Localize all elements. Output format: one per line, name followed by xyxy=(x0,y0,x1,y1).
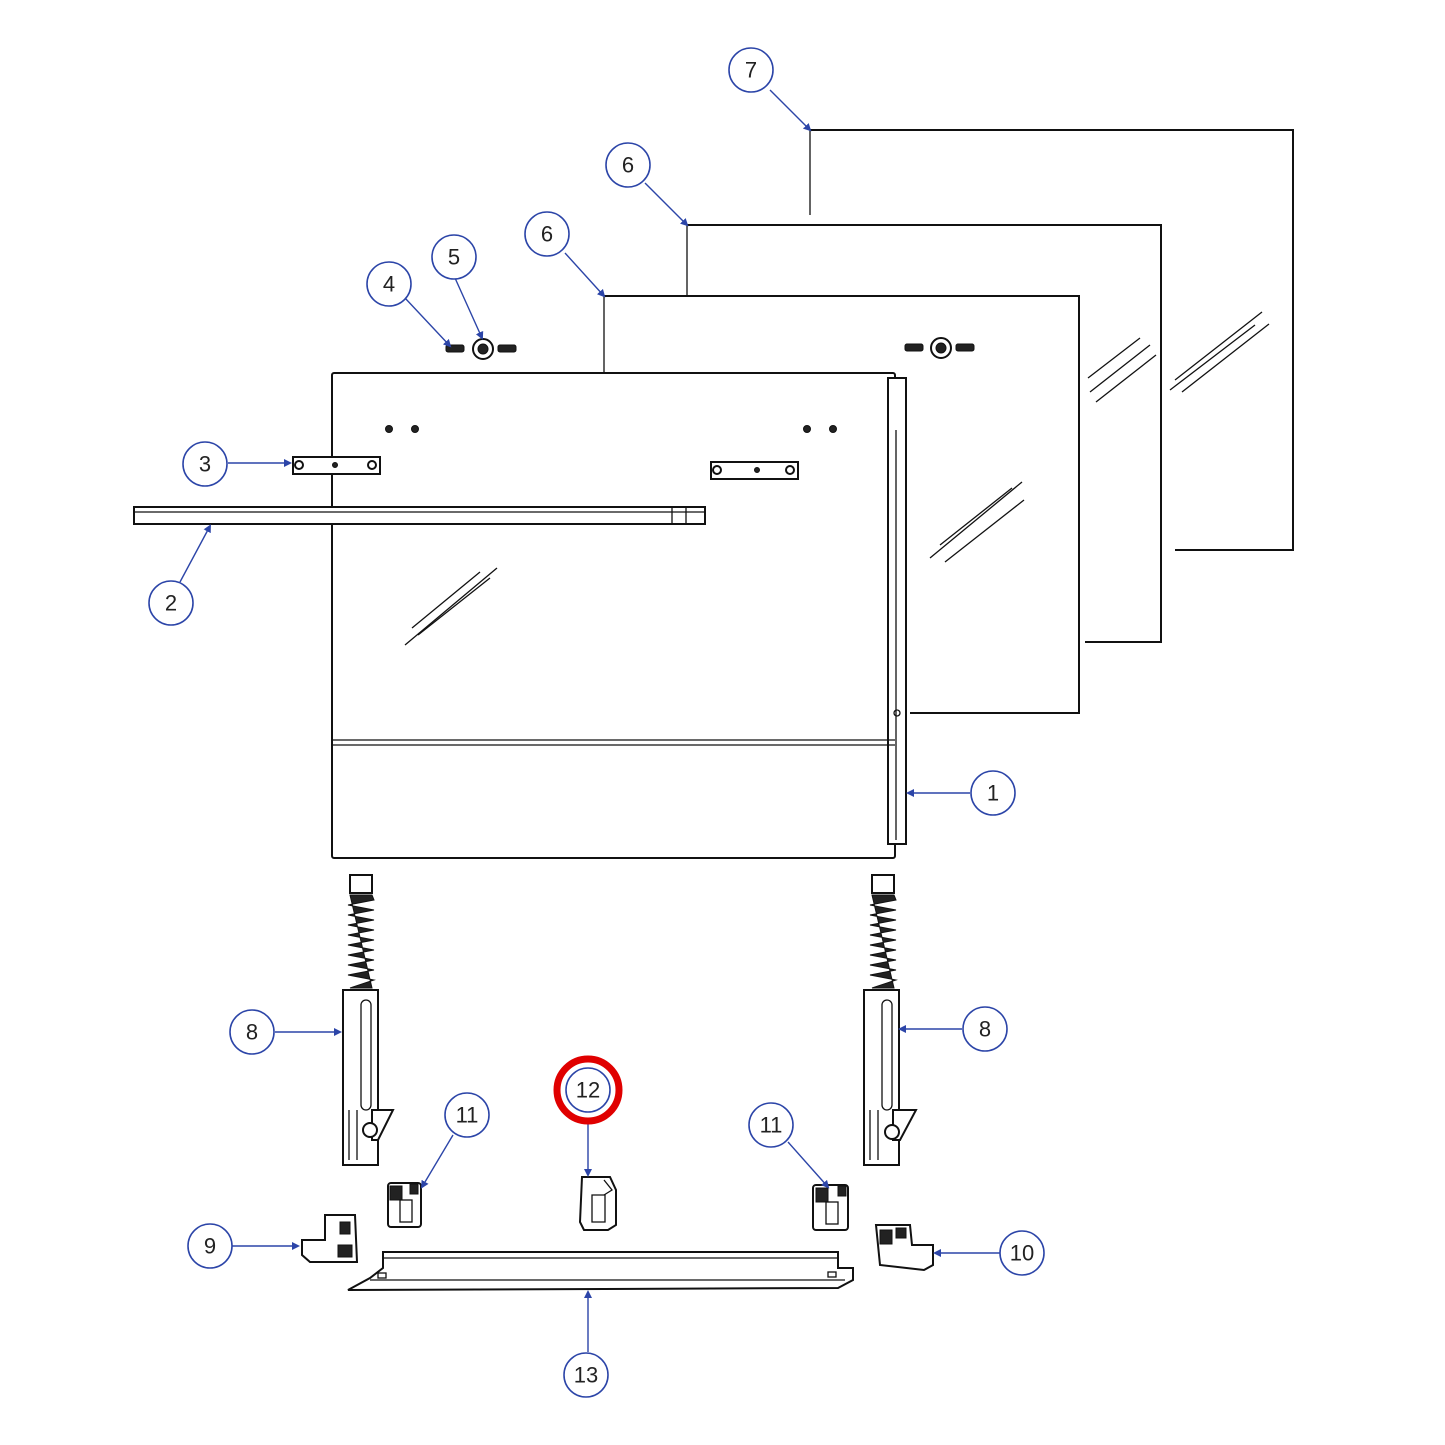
svg-text:4: 4 xyxy=(383,272,395,297)
callout-6-middle: 6 xyxy=(605,142,651,188)
svg-text:2: 2 xyxy=(165,591,177,616)
end-cap-right xyxy=(874,1224,934,1272)
callout-1: 1 xyxy=(970,770,1016,816)
svg-text:11: 11 xyxy=(456,1103,479,1128)
callout-11-left: 11 xyxy=(444,1092,490,1138)
svg-text:5: 5 xyxy=(448,245,460,270)
svg-text:6: 6 xyxy=(541,222,553,247)
callout-7: 7 xyxy=(728,47,774,93)
highlight-ring xyxy=(553,1055,623,1125)
svg-text:7: 7 xyxy=(745,58,757,83)
callout-10: 10 xyxy=(999,1230,1045,1276)
svg-text:9: 9 xyxy=(204,1234,216,1259)
svg-text:13: 13 xyxy=(574,1363,598,1388)
svg-text:6: 6 xyxy=(622,153,634,178)
hinge-left xyxy=(342,874,395,1166)
svg-text:12: 12 xyxy=(576,1078,600,1103)
callout-11-right: 11 xyxy=(748,1102,794,1148)
callout-12: 12 xyxy=(553,1055,623,1125)
handle-bracket-right xyxy=(710,461,799,480)
svg-text:8: 8 xyxy=(246,1020,258,1045)
leader-lines xyxy=(179,89,1000,1352)
screw-and-bush-left xyxy=(445,338,517,360)
handle-bracket-left xyxy=(292,456,381,475)
callout-8-right: 8 xyxy=(962,1006,1008,1052)
svg-text:11: 11 xyxy=(760,1113,783,1138)
svg-text:3: 3 xyxy=(199,452,211,477)
end-cap-left xyxy=(301,1214,359,1263)
callout-2: 2 xyxy=(148,580,194,626)
svg-text:1: 1 xyxy=(987,781,999,806)
callout-8-left: 8 xyxy=(229,1009,275,1055)
bottom-trim xyxy=(347,1251,854,1291)
svg-text:10: 10 xyxy=(1010,1241,1034,1266)
callout-13: 13 xyxy=(563,1352,609,1398)
callout-9: 9 xyxy=(187,1223,233,1269)
outer-door-panel xyxy=(331,372,907,859)
clip-right xyxy=(812,1184,849,1231)
hinge-right xyxy=(863,874,918,1166)
panel-screw-right xyxy=(904,337,975,359)
clip-left xyxy=(387,1182,422,1228)
svg-text:8: 8 xyxy=(979,1017,991,1042)
callout-5: 5 xyxy=(431,234,477,280)
clip-center xyxy=(578,1176,617,1231)
callout-6-inner: 6 xyxy=(524,211,570,257)
callout-3: 3 xyxy=(182,441,228,487)
door-handle-bar xyxy=(133,506,706,525)
callout-4: 4 xyxy=(366,261,412,307)
